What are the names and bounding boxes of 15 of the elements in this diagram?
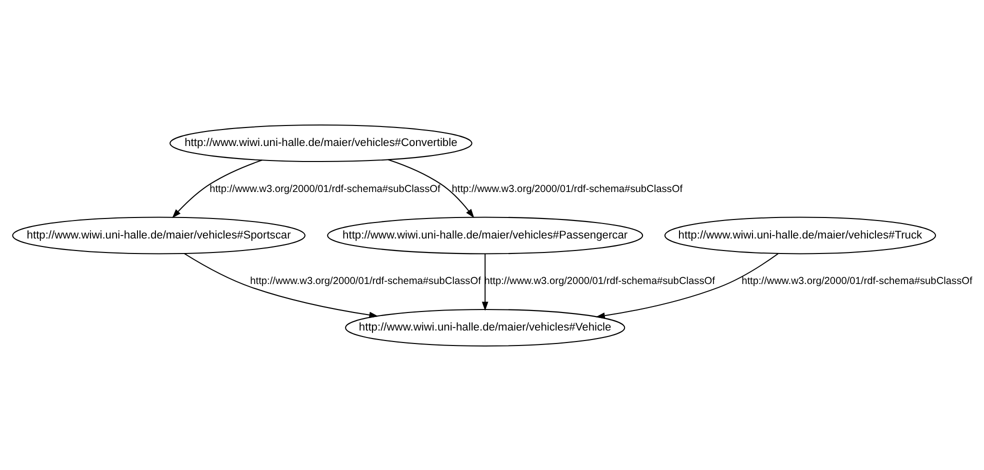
arrow	[596, 252, 778, 318]
edge-label: http://www.w3.org/2000/01/rdf-schema#subClassOf	[484, 276, 715, 287]
edge-label: http://www.w3.org/2000/01/rdf-schema#subClassOf	[210, 183, 440, 194]
arrow	[172, 159, 262, 218]
arrow	[184, 252, 378, 318]
node-ellipse: http://www.wiwi.uni-halle.de/maier/vehicles#Truck	[664, 216, 936, 254]
node-ellipse: http://www.wiwi.uni-halle.de/maier/vehicles#Sportscar	[12, 216, 306, 254]
edge-label: http://www.w3.org/2000/01/rdf-schema#subClassOf	[452, 183, 683, 194]
edge-label: http://www.w3.org/2000/01/rdf-schema#subClassOf	[742, 276, 972, 287]
arrow	[482, 253, 488, 310]
edge-label: http://www.w3.org/2000/01/rdf-schema#subClassOf	[250, 276, 481, 287]
arrow	[388, 158, 474, 218]
node-ellipse: http://www.wiwi.uni-halle.de/maier/vehicles#Vehicle	[345, 308, 626, 346]
node-ellipse: http://www.wiwi.uni-halle.de/maier/vehicles#Convertible	[170, 124, 472, 162]
node-ellipse: http://www.wiwi.uni-halle.de/maier/vehicles#Passengercar	[327, 216, 644, 254]
